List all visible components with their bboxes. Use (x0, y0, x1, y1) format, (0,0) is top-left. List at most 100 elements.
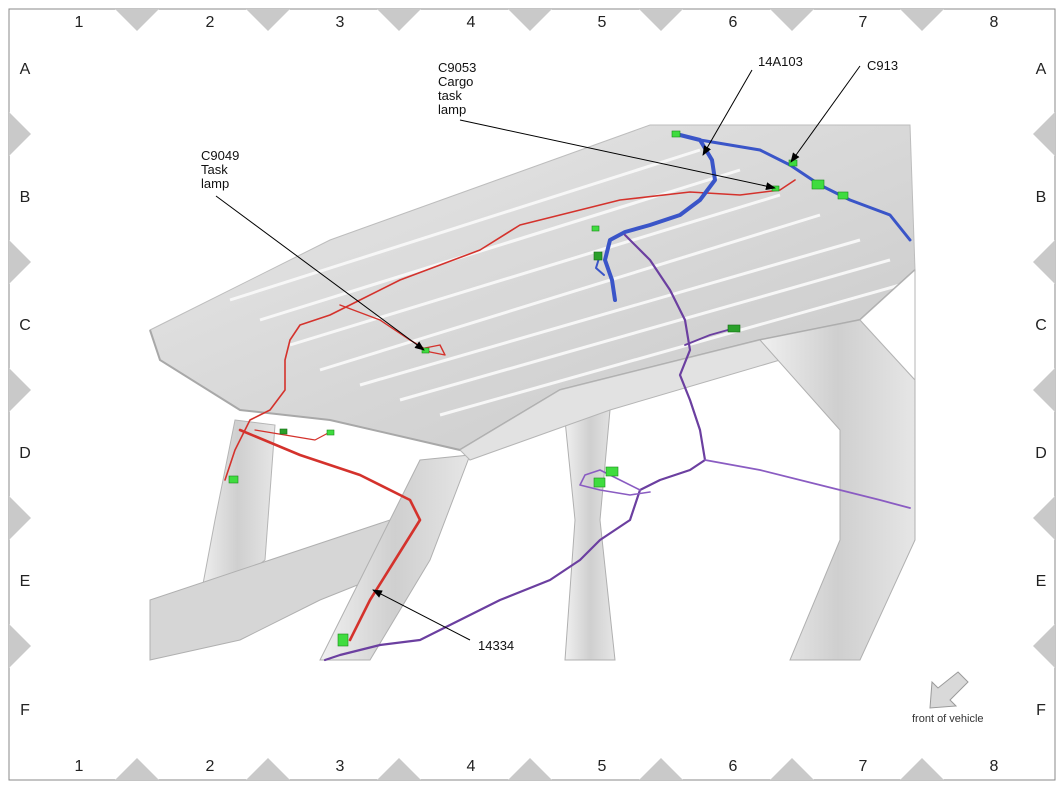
border-marker-bottom (377, 758, 421, 780)
grid-row-label-right: B (1036, 189, 1047, 206)
callout-14a103: 14A103 (702, 54, 803, 156)
border-marker-bottom (508, 758, 552, 780)
grid-column-label-bottom: 3 (336, 758, 345, 775)
callout-c9053-leader (459, 119, 776, 191)
border-marker-right (1033, 112, 1055, 156)
border-marker-top (115, 9, 159, 31)
border-marker-right (1033, 496, 1055, 540)
grid-row-label-left: E (20, 573, 31, 590)
grid-column-label-top: 7 (859, 14, 868, 31)
border-marker-right (1033, 368, 1055, 412)
grid-column-label-bottom: 1 (75, 758, 84, 775)
vehicle-body-illustration (149, 124, 916, 661)
border-marker-bottom (639, 758, 683, 780)
border-marker-bottom (900, 758, 944, 780)
connector (671, 130, 681, 138)
front-of-vehicle-indicator: front of vehicle (912, 671, 984, 725)
border-marker-top (246, 9, 290, 31)
grid-column-label-top: 3 (336, 14, 345, 31)
harness-purple (323, 233, 707, 662)
callout-c9049-line1: C9049 (201, 148, 239, 163)
connector (837, 191, 849, 200)
grid-row-label-right: A (1036, 61, 1047, 78)
connector (727, 324, 741, 333)
border-marker-top (770, 9, 814, 31)
border-marker-top (377, 9, 421, 31)
grid-row-label-left: A (20, 61, 31, 78)
grid-border-markers (9, 9, 1055, 780)
callout-14a103-leader (702, 69, 753, 156)
grid-column-label-bottom: 2 (206, 758, 215, 775)
harness-purple-branch-pillar (579, 469, 651, 496)
callout-14334-label: 14334 (478, 638, 514, 653)
harness-blue (603, 133, 717, 302)
grid-column-label-top: 1 (75, 14, 84, 31)
callout-c9049-leader (215, 195, 425, 351)
border-marker-top (900, 9, 944, 31)
callout-c9049-line2: Task (201, 162, 228, 177)
callout-c9049: C9049 Task lamp (201, 148, 425, 351)
border-marker-top (508, 9, 552, 31)
grid-row-label-left: F (20, 702, 30, 719)
border-marker-right (1033, 624, 1055, 668)
connector (593, 251, 603, 261)
harness-red-branch-task-lamp (339, 304, 446, 356)
grid-column-label-top: 4 (467, 14, 476, 31)
border-marker-left (9, 368, 31, 412)
callout-c9053-line4: lamp (438, 102, 466, 117)
border-marker-left (9, 112, 31, 156)
front-arrow-icon (929, 671, 969, 709)
harness-purple-branch-upper (684, 327, 736, 346)
grid-column-label-bottom: 8 (990, 758, 999, 775)
border-marker-top (639, 9, 683, 31)
callout-c9053-line3: task (438, 88, 462, 103)
border-marker-left (9, 496, 31, 540)
grid-row-label-right: C (1035, 317, 1047, 334)
callout-c9053: C9053 Cargo task lamp (438, 60, 776, 191)
connector (337, 633, 349, 647)
connector (228, 475, 239, 484)
callout-14334-leader (372, 589, 471, 641)
border-marker-bottom (770, 758, 814, 780)
grid-column-label-bottom: 7 (859, 758, 868, 775)
connectors (228, 130, 849, 647)
grid-column-label-top: 8 (990, 14, 999, 31)
callout-c9053-line1: C9053 (438, 60, 476, 75)
connector (788, 159, 798, 167)
connector (591, 225, 600, 232)
grid-column-label-top: 5 (598, 14, 607, 31)
grid-row-label-left: B (20, 189, 31, 206)
connector (593, 477, 606, 488)
grid-row-label-left: D (19, 445, 31, 462)
windshield-opening-edge (859, 268, 916, 382)
connector (811, 179, 825, 190)
grid-column-label-bottom: 6 (729, 758, 738, 775)
callout-c913-leader (790, 65, 861, 163)
connector (771, 185, 780, 192)
grid-row-label-right: F (1036, 702, 1046, 719)
harness-purple-branch-right (704, 459, 911, 509)
grid-row-label-right: E (1036, 573, 1047, 590)
connector (605, 466, 619, 477)
connector (326, 429, 335, 436)
harness-red-branch-small (254, 429, 331, 441)
border-marker-bottom (246, 758, 290, 780)
border-marker-left (9, 624, 31, 668)
grid-column-label-bottom: 5 (598, 758, 607, 775)
callout-c913: C913 (790, 58, 898, 163)
grid-column-label-bottom: 4 (467, 758, 476, 775)
harness-red (224, 179, 796, 481)
border-marker-left (9, 240, 31, 284)
connector (279, 428, 288, 435)
callout-c9049-line3: lamp (201, 176, 229, 191)
callout-14334: 14334 (372, 589, 514, 653)
grid-column-label-top: 2 (206, 14, 215, 31)
border-marker-bottom (115, 758, 159, 780)
border-marker-right (1033, 240, 1055, 284)
grid-column-label-top: 6 (729, 14, 738, 31)
grid-row-label-left: C (19, 317, 31, 334)
roof-ribs (229, 148, 901, 417)
callout-c913-label: C913 (867, 58, 898, 73)
